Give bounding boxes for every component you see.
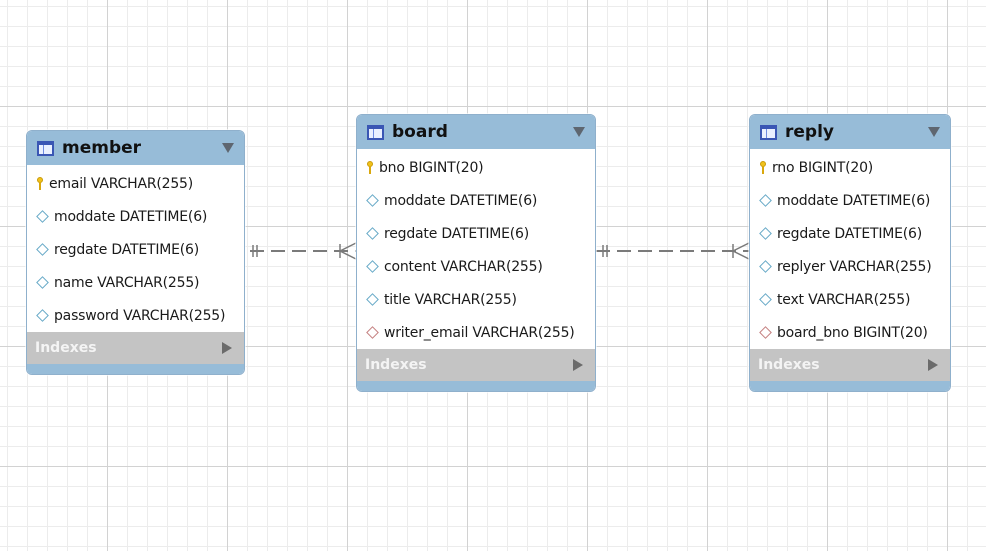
column-icon <box>759 293 772 306</box>
column-row[interactable]: regdate DATETIME(6) <box>750 217 950 250</box>
column-row[interactable]: regdate DATETIME(6) <box>27 233 244 266</box>
entity-footer <box>357 381 595 391</box>
column-list: rno BIGINT(20) moddate DATETIME(6) regda… <box>750 149 950 349</box>
expand-arrow-icon[interactable] <box>928 359 938 371</box>
crowfoot-upper <box>339 242 357 252</box>
column-label: rno BIGINT(20) <box>772 159 874 176</box>
table-icon <box>367 124 384 140</box>
column-row[interactable]: replyer VARCHAR(255) <box>750 250 950 283</box>
column-icon <box>759 194 772 207</box>
crowfoot-upper <box>732 242 750 252</box>
collapse-toggle-icon[interactable] <box>573 127 585 137</box>
column-icon <box>366 260 379 273</box>
crowfoot-lower <box>339 250 357 260</box>
column-row[interactable]: password VARCHAR(255) <box>27 299 244 332</box>
column-list: bno BIGINT(20) moddate DATETIME(6) regda… <box>357 149 595 349</box>
column-icon <box>36 276 49 289</box>
column-label: moddate DATETIME(6) <box>384 192 538 209</box>
column-row[interactable]: moddate DATETIME(6) <box>750 184 950 217</box>
foreign-key-icon <box>759 326 772 339</box>
indexes-section-toggle[interactable]: Indexes <box>27 332 244 364</box>
column-icon <box>36 210 49 223</box>
indexes-label: Indexes <box>758 357 820 373</box>
entity-footer <box>750 381 950 391</box>
column-row[interactable]: email VARCHAR(255) <box>27 167 244 200</box>
column-label: writer_email VARCHAR(255) <box>384 324 575 341</box>
column-row[interactable]: moddate DATETIME(6) <box>357 184 595 217</box>
column-icon <box>36 309 49 322</box>
column-icon <box>366 293 379 306</box>
entity-board[interactable]: board bno BIGINT(20) moddate DATETIME(6)… <box>356 114 596 392</box>
column-row[interactable]: name VARCHAR(255) <box>27 266 244 299</box>
entity-reply[interactable]: reply rno BIGINT(20) moddate DATETIME(6)… <box>749 114 951 392</box>
column-icon <box>36 243 49 256</box>
column-label: title VARCHAR(255) <box>384 291 517 308</box>
entity-header[interactable]: board <box>357 115 595 149</box>
collapse-toggle-icon[interactable] <box>222 143 234 153</box>
crowfoot-lower <box>732 250 750 260</box>
column-label: replyer VARCHAR(255) <box>777 258 932 275</box>
entity-footer <box>27 364 244 374</box>
column-row[interactable]: writer_email VARCHAR(255) <box>357 316 595 349</box>
column-icon <box>366 194 379 207</box>
primary-key-icon <box>367 161 373 174</box>
indexes-section-toggle[interactable]: Indexes <box>750 349 950 381</box>
column-row[interactable]: text VARCHAR(255) <box>750 283 950 316</box>
column-label: email VARCHAR(255) <box>49 175 194 192</box>
column-row[interactable]: title VARCHAR(255) <box>357 283 595 316</box>
column-row[interactable]: regdate DATETIME(6) <box>357 217 595 250</box>
table-icon <box>37 140 54 156</box>
column-label: text VARCHAR(255) <box>777 291 911 308</box>
indexes-label: Indexes <box>35 340 97 356</box>
column-label: moddate DATETIME(6) <box>54 208 208 225</box>
column-list: email VARCHAR(255) moddate DATETIME(6) r… <box>27 165 244 332</box>
column-label: regdate DATETIME(6) <box>54 241 200 258</box>
column-row[interactable]: content VARCHAR(255) <box>357 250 595 283</box>
column-icon <box>759 260 772 273</box>
column-label: regdate DATETIME(6) <box>777 225 923 242</box>
table-icon <box>760 124 777 140</box>
column-row[interactable]: moddate DATETIME(6) <box>27 200 244 233</box>
entity-title: reply <box>785 122 834 142</box>
entity-header[interactable]: reply <box>750 115 950 149</box>
column-label: content VARCHAR(255) <box>384 258 543 275</box>
entity-title: board <box>392 122 448 142</box>
entity-title: member <box>62 138 142 158</box>
indexes-label: Indexes <box>365 357 427 373</box>
column-icon <box>759 227 772 240</box>
column-label: board_bno BIGINT(20) <box>777 324 928 341</box>
foreign-key-icon <box>366 326 379 339</box>
column-label: password VARCHAR(255) <box>54 307 226 324</box>
column-label: name VARCHAR(255) <box>54 274 200 291</box>
column-row[interactable]: rno BIGINT(20) <box>750 151 950 184</box>
column-row[interactable]: bno BIGINT(20) <box>357 151 595 184</box>
column-label: moddate DATETIME(6) <box>777 192 931 209</box>
primary-key-icon <box>37 177 43 190</box>
column-icon <box>366 227 379 240</box>
column-label: regdate DATETIME(6) <box>384 225 530 242</box>
collapse-toggle-icon[interactable] <box>928 127 940 137</box>
entity-member[interactable]: member email VARCHAR(255) moddate DATETI… <box>26 130 245 375</box>
column-label: bno BIGINT(20) <box>379 159 484 176</box>
expand-arrow-icon[interactable] <box>222 342 232 354</box>
primary-key-icon <box>760 161 766 174</box>
column-row[interactable]: board_bno BIGINT(20) <box>750 316 950 349</box>
expand-arrow-icon[interactable] <box>573 359 583 371</box>
entity-header[interactable]: member <box>27 131 244 165</box>
indexes-section-toggle[interactable]: Indexes <box>357 349 595 381</box>
